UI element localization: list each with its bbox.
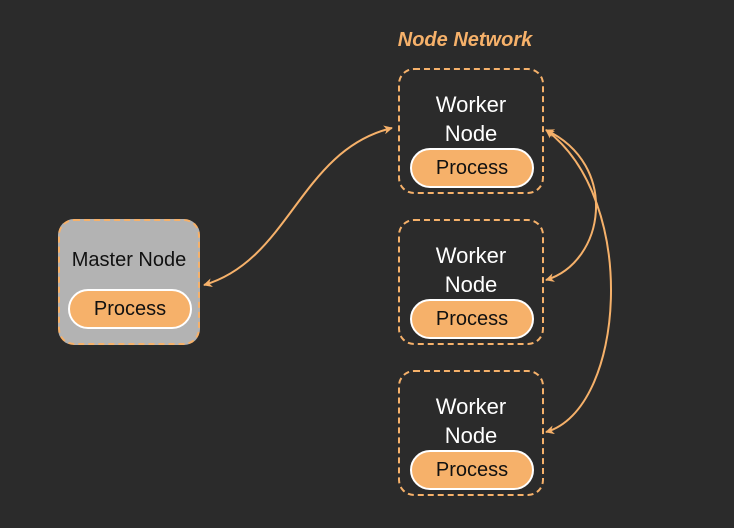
worker-process-pill: Process xyxy=(410,299,534,339)
worker-node-label-line1: Worker xyxy=(435,394,507,419)
worker-node-label: Worker Node xyxy=(400,90,542,148)
worker-process-pill: Process xyxy=(410,148,534,188)
worker-node-label-line2: Node xyxy=(444,121,498,146)
connector-worker1-worker3 xyxy=(545,129,612,435)
worker-node-2: Worker Node Process xyxy=(398,219,544,345)
connector-master-worker1 xyxy=(203,125,393,288)
worker-process-pill: Process xyxy=(410,450,534,490)
worker-node-label-line2: Node xyxy=(444,423,498,448)
master-node: Master Node Process xyxy=(58,219,200,345)
worker-node-label: Worker Node xyxy=(400,241,542,299)
master-node-label: Master Node xyxy=(71,249,187,271)
worker-node-label-line1: Worker xyxy=(435,243,507,268)
master-process-pill: Process xyxy=(68,289,192,329)
worker-node-label-line1: Worker xyxy=(435,92,507,117)
worker-node-1: Worker Node Process xyxy=(398,68,544,194)
connector-worker1-worker2 xyxy=(545,129,597,282)
worker-node-label: Worker Node xyxy=(400,392,542,450)
worker-node-3: Worker Node Process xyxy=(398,370,544,496)
worker-node-label-line2: Node xyxy=(444,272,498,297)
network-title: Node Network xyxy=(397,29,533,51)
